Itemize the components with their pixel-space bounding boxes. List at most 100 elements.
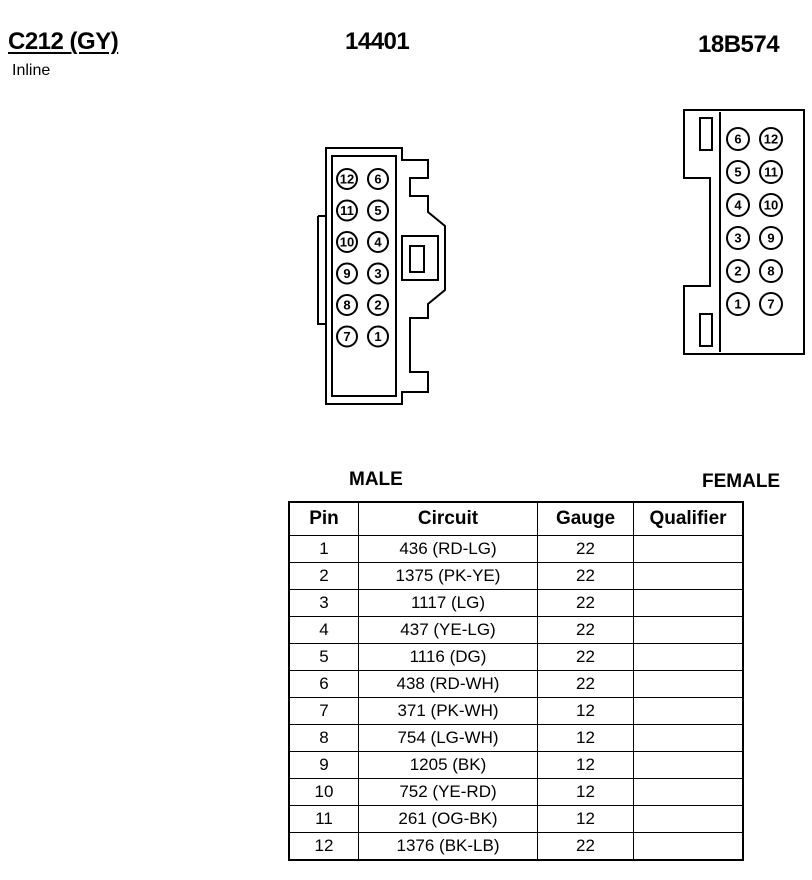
pin-number: 7 <box>343 329 350 344</box>
cell-pin: 2 <box>288 562 359 590</box>
cell-pin: 11 <box>288 805 359 833</box>
pin-circle <box>759 292 783 316</box>
pin-circle <box>726 127 750 151</box>
pin-number: 6 <box>734 132 741 147</box>
pin-circle <box>336 199 358 222</box>
pin-circle <box>367 199 389 222</box>
cell-circuit: 754 (LG-WH) <box>358 724 538 752</box>
pin-circle <box>726 193 750 217</box>
cell-qualifier <box>633 778 744 806</box>
pin-number: 2 <box>374 298 381 313</box>
cell-pin: 5 <box>288 643 359 671</box>
cell-qualifier <box>633 589 744 617</box>
column-header-gauge: Gauge <box>537 501 634 536</box>
pin-circle <box>759 259 783 283</box>
cell-qualifier <box>633 616 744 644</box>
pin-number: 9 <box>767 231 774 246</box>
pin-number: 8 <box>767 264 774 279</box>
cell-pin: 4 <box>288 616 359 644</box>
column-header-circuit: Circuit <box>358 501 538 536</box>
cell-circuit: 371 (PK-WH) <box>358 697 538 725</box>
cell-pin: 6 <box>288 670 359 698</box>
connector-id: C212 (GY) <box>8 28 119 55</box>
pin-number: 9 <box>343 266 350 281</box>
cell-qualifier <box>633 751 744 779</box>
pin-number: 12 <box>764 132 778 147</box>
female-connector-housing <box>683 109 805 355</box>
cell-gauge: 22 <box>537 562 634 590</box>
cell-gauge: 22 <box>537 643 634 671</box>
pin-number: 7 <box>767 297 774 312</box>
column-header-pin: Pin <box>288 501 359 536</box>
pin-number: 5 <box>734 165 741 180</box>
pin-number: 1 <box>374 329 381 344</box>
pin-circle <box>336 325 358 348</box>
cell-gauge: 22 <box>537 616 634 644</box>
cell-qualifier <box>633 832 744 861</box>
cell-circuit: 1205 (BK) <box>358 751 538 779</box>
cell-gauge: 12 <box>537 697 634 725</box>
pin-number: 8 <box>343 298 350 313</box>
pin-number: 10 <box>764 198 778 213</box>
cell-gauge: 12 <box>537 724 634 752</box>
pin-circle <box>336 294 358 316</box>
cell-qualifier <box>633 643 744 671</box>
part-number-harness-a: 14401 <box>345 28 410 55</box>
cell-pin: 1 <box>288 535 359 563</box>
cell-circuit: 752 (YE-RD) <box>358 778 538 806</box>
cell-circuit: 261 (OG-BK) <box>358 805 538 833</box>
cell-qualifier <box>633 670 744 698</box>
cell-circuit: 1116 (DG) <box>358 643 538 671</box>
cell-pin: 12 <box>288 832 359 861</box>
pin-number: 12 <box>340 172 354 187</box>
cell-circuit: 1375 (PK-YE) <box>358 562 538 590</box>
pin-circle <box>759 226 783 250</box>
cell-pin: 8 <box>288 724 359 752</box>
male-label: MALE <box>349 469 403 490</box>
cell-pin: 10 <box>288 778 359 806</box>
male-connector-housing <box>317 147 446 405</box>
pin-circle <box>367 325 389 348</box>
cell-pin: 7 <box>288 697 359 725</box>
cell-qualifier <box>633 724 744 752</box>
cell-pin: 9 <box>288 751 359 779</box>
cell-gauge: 12 <box>537 751 634 779</box>
pin-circle <box>759 160 783 184</box>
connector-location: Inline <box>12 62 51 79</box>
pin-number: 4 <box>374 235 382 250</box>
cell-circuit: 1117 (LG) <box>358 589 538 617</box>
pin-circle <box>367 294 389 316</box>
pin-circle <box>367 168 389 190</box>
cell-qualifier <box>633 535 744 563</box>
pin-circle <box>726 292 750 316</box>
cell-circuit: 438 (RD-WH) <box>358 670 538 698</box>
part-number-harness-b: 18B574 <box>698 31 780 58</box>
cell-circuit: 436 (RD-LG) <box>358 535 538 563</box>
pin-number: 11 <box>340 203 354 218</box>
pin-number: 5 <box>374 203 381 218</box>
pin-circle <box>367 262 389 285</box>
pin-circle <box>726 160 750 184</box>
pin-circle <box>367 231 389 253</box>
pin-circle <box>726 226 750 250</box>
pin-circle <box>336 231 358 253</box>
cell-gauge: 22 <box>537 589 634 617</box>
cell-gauge: 12 <box>537 778 634 806</box>
cell-pin: 3 <box>288 589 359 617</box>
